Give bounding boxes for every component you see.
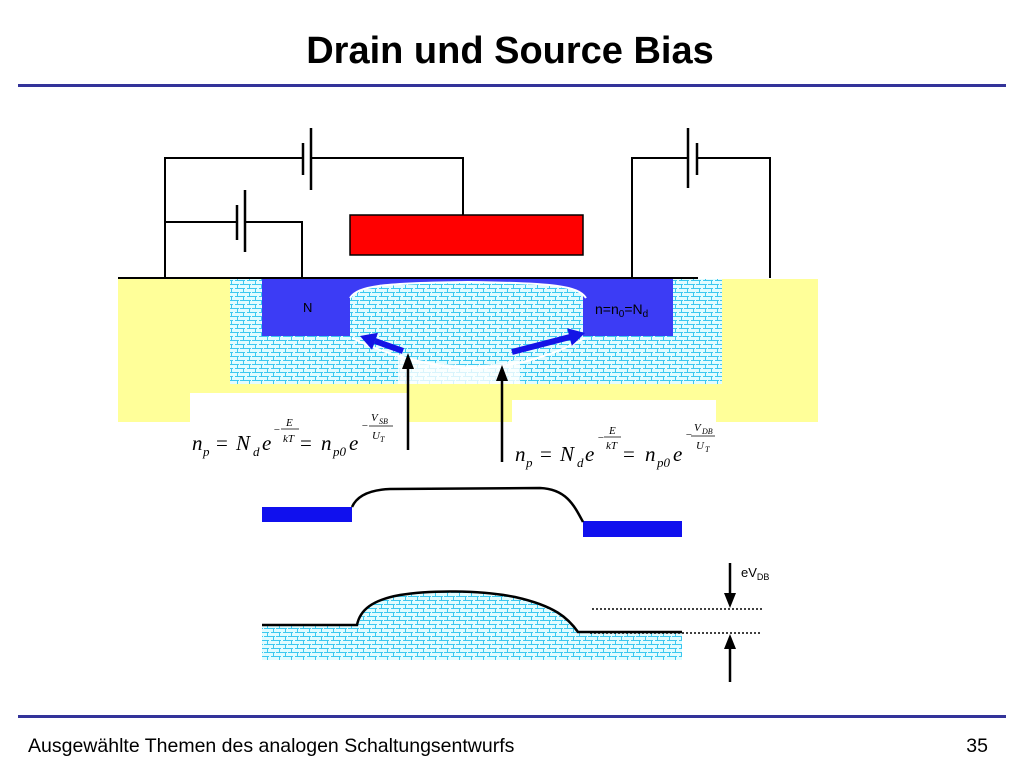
eq-subscript: p [202,444,210,459]
band-diagram-carriers: eVDB [262,563,769,682]
eq-term: n [321,431,332,455]
page-number: 35 [966,735,988,757]
drain-label-sub1: 0 [619,309,625,320]
barrier-arrow-up [724,634,736,682]
inversion-layer-edge [349,280,587,299]
source-region-label: N [303,300,312,315]
eq-exponent-subscript: T [380,435,385,444]
eq-subscript: d [253,444,260,459]
eq-term: e [262,431,271,455]
eq-exponent-sign: − [597,432,604,444]
drain-label-mid: =N [624,301,642,317]
bias-circuit [164,128,771,278]
eq-term: N [559,442,575,466]
eq-exponent-subscript: SB [379,417,388,426]
eq-subscript: p [525,455,533,470]
slide-title: Drain und Source Bias [306,30,714,72]
barrier-arrow-down [724,563,736,608]
eq-exponent-sign: − [273,424,280,436]
eq-exponent-denominator: U [696,440,705,452]
barrier-height-label: eVDB [741,565,769,582]
footer-text: Ausgewählte Themen des analogen Schaltun… [28,735,515,757]
eq-exponent-denominator: kT [283,433,295,445]
drain-injection-arrow [511,328,585,355]
drain-region-label: n=n0=Nd [595,301,648,320]
eq-subscript: d [577,455,584,470]
carrier-band-edge [262,590,682,634]
eq-exponent-denominator: kT [606,440,618,452]
source-equation-pointer-arrow [402,353,414,450]
drain-label-sub2: d [643,309,649,320]
band-diagram-electrodes [262,486,682,537]
eq-term: e [349,431,358,455]
eq-exponent-subscript: T [705,445,710,454]
eq-exponent-sign: − [361,420,368,432]
source-density-equation: n p = N d e − E kT = n p0 e − V SB U T [190,393,408,459]
eq-subscript: p0 [656,455,671,470]
eq-exponent-numerator: V [694,422,702,434]
inversion-layer [350,279,586,298]
drain-band-level [583,521,682,537]
eq-term: n [515,442,526,466]
source-bias-outer-wire [164,157,464,278]
barrier-label-sub: DB [757,572,770,582]
eq-operator: = [300,431,312,455]
eq-exponent-numerator: E [608,425,616,437]
eq-operator: = [216,431,228,455]
channel-depletion-outline [351,337,586,370]
eq-operator: = [623,442,635,466]
drain-equation-pointer-arrow [496,365,508,462]
eq-exponent-sign: − [685,429,692,441]
eq-exponent-subscript: DB [701,427,713,436]
source-n-region [262,279,350,336]
channel-barrier-edge [350,486,585,523]
eq-exponent-numerator: V [371,412,379,424]
eq-exponent-denominator: U [372,430,381,442]
barrier-label-base: eV [741,565,757,580]
source-injection-arrow [360,332,405,354]
equation-box [190,393,408,455]
eq-term: n [192,431,203,455]
depletion-bottom-gap [398,354,520,384]
eq-exponent-numerator: E [285,417,293,429]
drain-label-base: n=n [595,301,619,317]
gate-electrode [349,214,584,256]
eq-term: N [235,431,251,455]
eq-term: n [645,442,656,466]
equation-box [512,400,716,466]
footer-rule [18,715,1006,718]
eq-term: e [585,442,594,466]
eq-operator: = [540,442,552,466]
title-rule [18,84,1006,87]
drain-bias-wire [631,157,771,278]
source-band-level [262,507,352,522]
eq-subscript: p0 [332,444,347,459]
drain-n-region [583,279,673,336]
drain-density-equation: n p = N d e − E kT = n p0 e − V DB U T [512,400,716,470]
source-bias-inner-wire [165,221,303,278]
eq-term: e [673,442,682,466]
